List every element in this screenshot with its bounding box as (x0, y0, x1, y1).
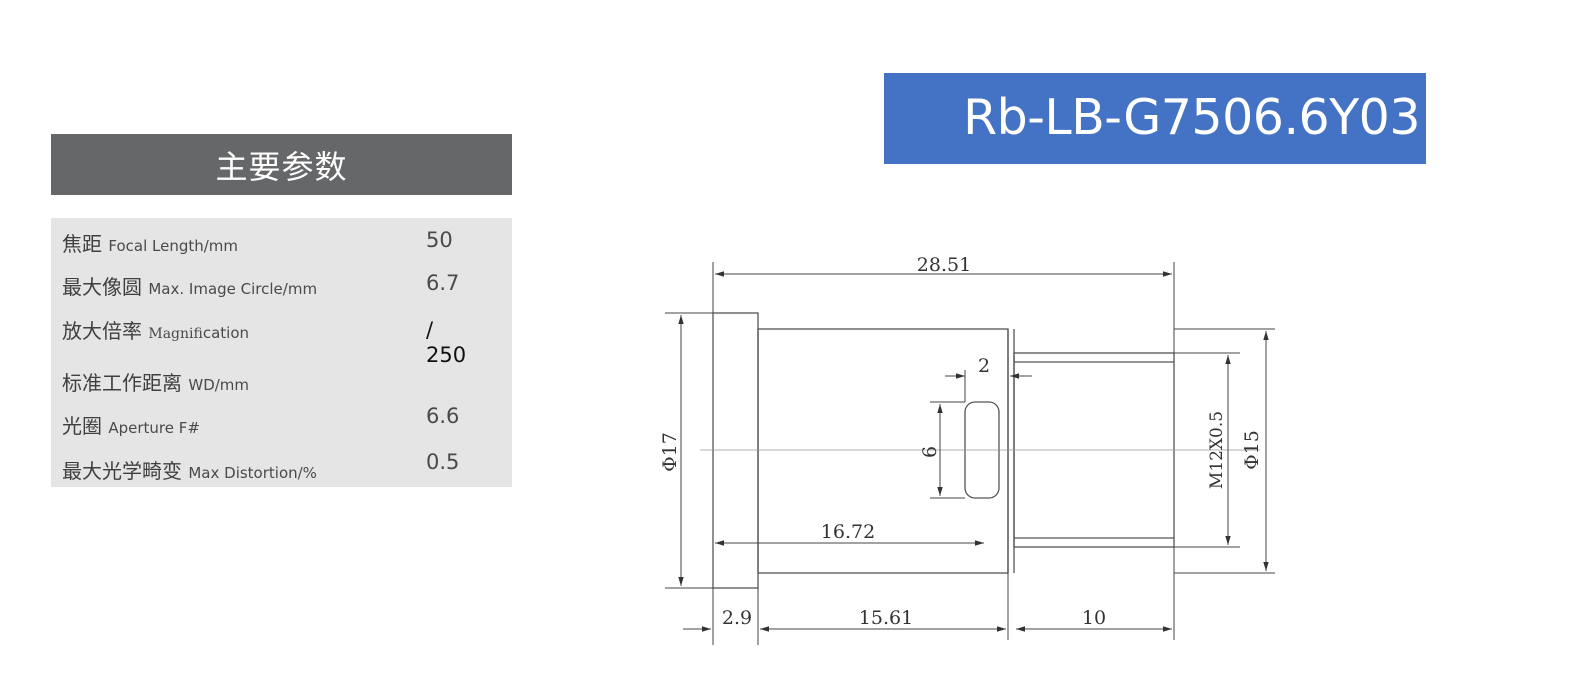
param-label-en: Focal Length/mm (108, 237, 239, 255)
param-value: 0.5 (426, 450, 460, 474)
param-label-cn: 焦距 (62, 232, 102, 256)
param-label-en: WD/mm (188, 376, 250, 394)
dim-front-diameter: Φ17 (659, 432, 681, 472)
dim-flange-length: 2.9 (722, 607, 752, 629)
dim-slot-height: 6 (919, 446, 941, 458)
lens-dimension-drawing: 28.51 2 6 Φ17 M12X0.5 Φ15 16.72 2.9 15.6… (659, 254, 1275, 645)
lens-barrel (757, 328, 1009, 574)
param-label: 焦距 Focal Length/mm (62, 228, 238, 257)
param-value: / (426, 318, 434, 342)
param-label-cn: 标准工作距离 (62, 371, 182, 395)
param-label-cn: 最大光学畸变 (62, 459, 182, 483)
param-label-en: Max Distortion/% (188, 464, 317, 482)
param-value: 6.6 (426, 404, 460, 428)
param-label-en-serif: Magnifi (148, 326, 203, 342)
param-label: 放大倍率 Magnification (62, 315, 249, 344)
dim-rear-diameter: Φ15 (1241, 430, 1263, 470)
param-value: 250 (426, 343, 467, 367)
param-value: 50 (426, 228, 453, 252)
param-label: 最大像圆 Max. Image Circle/mm (62, 271, 317, 300)
dim-slot-width: 2 (978, 355, 990, 377)
param-label-cn: 最大像圆 (62, 275, 142, 299)
param-label-cn: 光圈 (62, 414, 102, 438)
param-label-en: Aperture F# (108, 419, 200, 437)
model-title: Rb-LB-G7506.6Y03 (963, 89, 1420, 146)
model-banner: Rb-LB-G7506.6Y03 (884, 73, 1426, 164)
params-table: 焦距 Focal Length/mm 50 最大像圆 Max. Image Ci… (51, 218, 512, 487)
dim-slot-position: 16.72 (821, 521, 875, 543)
param-label-cn: 放大倍率 (62, 319, 142, 343)
dim-body-length: 15.61 (859, 607, 913, 629)
param-label-en: Max. Image Circle/mm (148, 280, 318, 298)
param-label-en: cation (202, 324, 250, 342)
param-value: 6.7 (426, 271, 460, 295)
dim-mount-length: 10 (1082, 607, 1106, 629)
front-flange (712, 312, 759, 589)
param-label: 最大光学畸变 Max Distortion/% (62, 455, 317, 484)
param-label: 标准工作距离 WD/mm (62, 367, 249, 396)
param-label: 光圈 Aperture F# (62, 410, 200, 439)
params-heading: 主要参数 (51, 134, 512, 195)
dim-thread: M12X0.5 (1207, 411, 1227, 489)
dim-overall-length: 28.51 (917, 254, 971, 276)
